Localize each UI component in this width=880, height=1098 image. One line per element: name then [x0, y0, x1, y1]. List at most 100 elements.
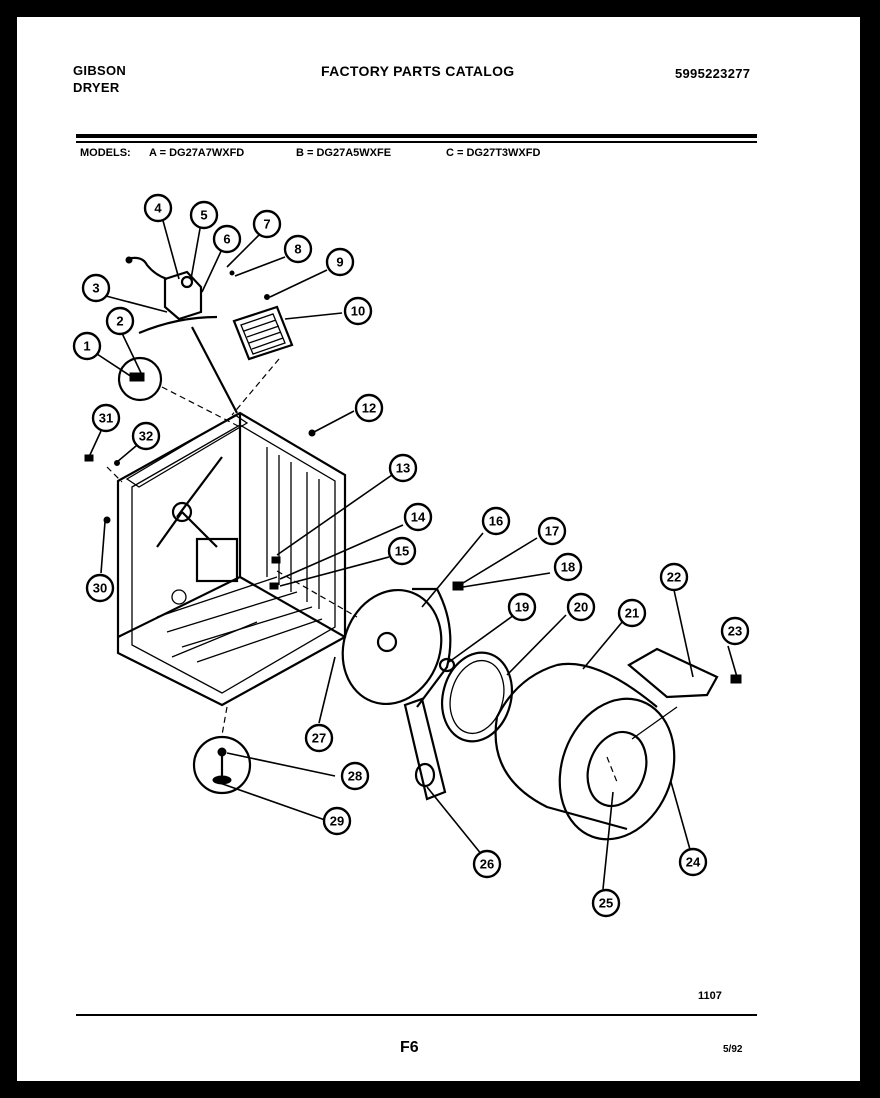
callout-circle: [72, 331, 102, 361]
callout-circle: [85, 573, 115, 603]
callout-circle: [659, 562, 689, 592]
callout-10: 10: [343, 296, 373, 326]
callout-23: 23: [720, 616, 750, 646]
model-b: B = DG27A5WXFE: [296, 147, 392, 159]
callout-number: 5: [200, 208, 207, 223]
callout-number: 25: [599, 896, 613, 911]
callout-circle: [720, 616, 750, 646]
callout-8: 8: [283, 234, 313, 264]
callout-circle: [507, 592, 537, 622]
terminal-block-assembly: [125, 256, 270, 335]
callout-12: 12: [354, 393, 384, 423]
callout-number: 7: [263, 217, 270, 232]
brand-label: GIBSON: [73, 63, 127, 78]
callout-3: 3: [81, 273, 111, 303]
callout-number: 32: [139, 429, 153, 444]
callout-number: 10: [351, 304, 365, 319]
cabinet-drawing: [116, 326, 347, 707]
callout-circle: [189, 200, 219, 230]
callout-29: 29: [322, 806, 352, 836]
footer-rule: [76, 1014, 757, 1016]
callout-circle: [212, 224, 242, 254]
callout-circle: [387, 536, 417, 566]
catalog-sheet: GIBSON DRYER FACTORY PARTS CATALOG 59952…: [17, 17, 860, 1081]
exploded-parts-diagram: 1234567891012131415161718192021222324252…: [72, 193, 750, 918]
grille-drawing: [231, 305, 294, 416]
callout-number: 3: [92, 281, 99, 296]
callout-30: 30: [85, 573, 115, 603]
callout-14: 14: [403, 502, 433, 532]
callout-number: 6: [223, 232, 230, 247]
callout-circle: [388, 453, 418, 483]
callout-circle: [537, 516, 567, 546]
header-rule-thin: [76, 141, 757, 143]
callout-circle: [143, 193, 173, 223]
front-bracket-drawing: [403, 697, 447, 801]
callout-2: 2: [105, 306, 135, 336]
callout-circle: [283, 234, 313, 264]
diagram-code: 1107: [698, 990, 722, 1002]
leveling-leg-drawing: [192, 706, 252, 795]
callout-circle: [678, 847, 708, 877]
callout-number: 16: [489, 514, 503, 529]
callout-number: 23: [728, 624, 742, 639]
callout-17: 17: [537, 516, 567, 546]
drum-drawing: [494, 662, 676, 841]
callout-circle: [617, 598, 647, 628]
timer-knob-drawing: [117, 356, 241, 428]
callout-circle: [91, 403, 121, 433]
model-c: C = DG27T3WXFD: [446, 147, 541, 159]
callout-number: 14: [411, 510, 426, 525]
callout-31: 31: [91, 403, 121, 433]
models-label: MODELS:: [80, 147, 131, 159]
catalog-number: 5995223277: [675, 66, 751, 81]
callout-circle: [131, 421, 161, 451]
callout-circle: [322, 806, 352, 836]
callout-number: 12: [362, 401, 376, 416]
callout-21: 21: [617, 598, 647, 628]
baffle-drawing: [627, 647, 742, 740]
callout-circle: [252, 209, 282, 239]
callout-circle: [566, 592, 596, 622]
callout-circle: [105, 306, 135, 336]
callout-circle: [403, 502, 433, 532]
callout-circle: [81, 273, 111, 303]
callout-number: 30: [93, 581, 107, 596]
callout-circle: [325, 247, 355, 277]
callout-number: 15: [395, 544, 409, 559]
callout-5: 5: [189, 200, 219, 230]
callout-number: 9: [336, 255, 343, 270]
callout-number: 2: [116, 314, 123, 329]
issue-date: 5/92: [723, 1044, 743, 1055]
callout-9: 9: [325, 247, 355, 277]
callout-circle: [481, 506, 511, 536]
callout-number: 13: [396, 461, 410, 476]
callout-20: 20: [566, 592, 596, 622]
page-number: F6: [400, 1039, 419, 1056]
screws: [84, 429, 316, 524]
callout-number: 22: [667, 570, 681, 585]
callout-circle: [343, 296, 373, 326]
callout-circle: [472, 849, 502, 879]
page-title: FACTORY PARTS CATALOG: [321, 63, 515, 79]
callout-27: 27: [304, 723, 334, 753]
header-rule: [76, 134, 757, 138]
seal-drawing: [438, 651, 513, 743]
callout-circle: [354, 393, 384, 423]
product-label: DRYER: [73, 80, 120, 95]
callout-13: 13: [388, 453, 418, 483]
callout-15: 15: [387, 536, 417, 566]
callout-number: 26: [480, 857, 494, 872]
callout-number: 1: [83, 339, 90, 354]
callout-16: 16: [481, 506, 511, 536]
callout-number: 28: [348, 769, 362, 784]
callout-number: 17: [545, 524, 559, 539]
callout-28: 28: [340, 761, 370, 791]
model-a: A = DG27A7WXFD: [149, 147, 245, 159]
callout-number: 24: [686, 855, 701, 870]
callout-18: 18: [553, 552, 583, 582]
callout-number: 19: [515, 600, 529, 615]
callout-32: 32: [131, 421, 161, 451]
callout-number: 27: [312, 731, 326, 746]
